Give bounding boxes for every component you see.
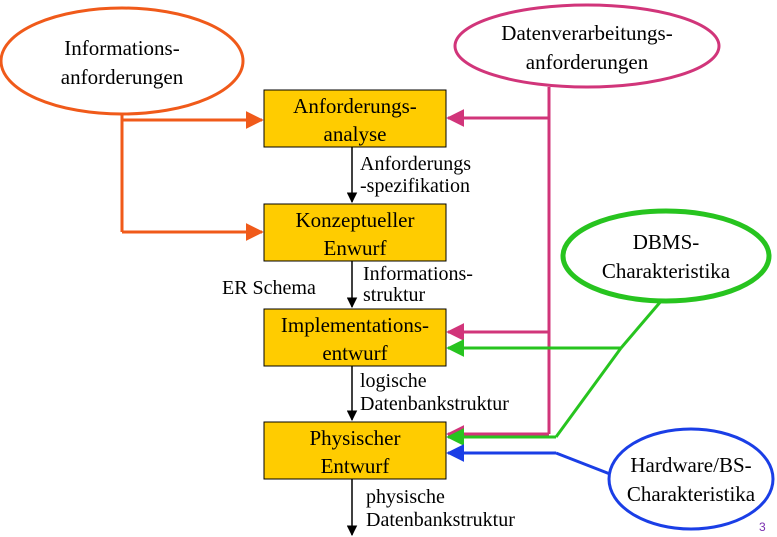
phase-box-konzeptueller-entwurf: Konzeptueller Enwurf [263,203,447,262]
label-physische-datenbankstruktur-line-1: physische [366,486,445,508]
page-number: 3 [759,520,766,534]
phase-physischer-entwurf-line-1: Physischer [310,426,401,450]
phase-konzeptueller-entwurf-line-2: Enwurf [324,236,387,260]
hardware-bs-charakteristika-line-2: Charakteristika [627,482,756,506]
dbms-charakteristika-line-1: DBMS- [633,230,700,254]
informationsanforderungen-line-1: Informations- [64,36,179,60]
phase-implementationsentwurf-line-2: entwurf [322,341,387,365]
phase-anforderungsanalyse-line-1: Anforderungs- [293,94,417,118]
phase-konzeptueller-entwurf-line-1: Konzeptueller [296,208,415,232]
informationsanforderungen-ellipse: Informations- anforderungen [0,6,245,116]
label-physische-datenbankstruktur-line-2: Datenbankstruktur [366,509,515,531]
datenverarbeitungsanforderungen-line-1: Datenverarbeitungs- [501,21,672,45]
dbms-connectors [446,299,664,446]
informationsanforderungen-line-2: anforderungen [61,65,184,89]
dbms-charakteristika-line-2: Charakteristika [602,259,731,283]
label-er-schema: ER Schema [222,277,316,299]
datenverarbeitungsanforderungen-ellipse: Datenverarbeitungs- anforderungen [453,3,721,89]
datenverarbeitungsanforderungen-line-2: anforderungen [526,50,649,74]
phase-implementationsentwurf-line-1: Implementations- [281,313,429,337]
hardware-bs-charakteristika-line-1: Hardware/BS- [630,453,751,477]
phase-box-anforderungsanalyse: Anforderungs- analyse [263,89,447,148]
datenverarbeitung-connectors [446,87,551,443]
label-logische-datenbankstruktur-line-2: Datenbankstruktur [360,393,509,415]
label-anforderungsspezifikation-line-2: -spezifikation [360,175,470,197]
phase-box-implementationsentwurf: Implementations- entwurf [263,308,447,367]
label-informationsstruktur-line-2: struktur [363,284,426,306]
label-informationsstruktur-line-1: Informations- [363,263,473,285]
dbms-charakteristika-ellipse: DBMS- Charakteristika [560,208,772,304]
phase-physischer-entwurf-line-2: Entwurf [321,454,390,478]
hardware-bs-charakteristika-ellipse: Hardware/BS- Charakteristika [607,427,775,531]
label-logische-datenbankstruktur-line-1: logische [360,370,427,392]
phase-anforderungsanalyse-line-2: analyse [324,122,387,146]
label-anforderungsspezifikation-line-1: Anforderungs [360,153,471,175]
hardware-connectors [446,444,611,476]
informationsanforderungen-connectors [120,111,264,241]
phase-box-physischer-entwurf: Physischer Entwurf [263,421,447,480]
